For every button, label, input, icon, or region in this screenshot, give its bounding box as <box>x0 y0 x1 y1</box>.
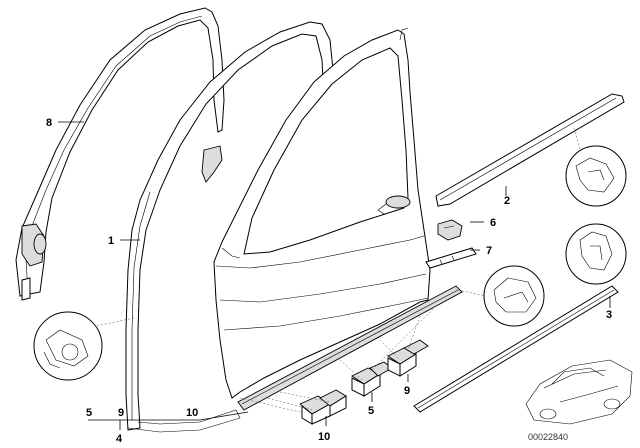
detail-bubble-belt-molding <box>565 145 627 207</box>
part-3-side-molding <box>413 285 619 413</box>
callout-7: 7 <box>486 245 492 257</box>
callout-10-bottom: 10 <box>318 431 330 443</box>
diagram-code: 00022840 <box>528 432 568 442</box>
callout-9-bottom: 9 <box>404 385 410 397</box>
car-thumbnail-icon <box>525 359 633 425</box>
lower-door-trim <box>237 285 463 411</box>
callout-labels: 8 1 2 6 7 3 5 9 10 4 10 5 9 <box>46 117 612 445</box>
callout-5-left: 5 <box>86 407 92 419</box>
callout-leaders <box>58 121 611 430</box>
callout-8: 8 <box>46 117 52 129</box>
detail-bubble-trim-section <box>483 265 545 327</box>
part-2-belt-molding <box>435 93 625 207</box>
clip-5 <box>351 361 393 397</box>
clip-9 <box>387 339 429 377</box>
callout-2: 2 <box>504 195 510 207</box>
dashed-leaders <box>95 127 581 413</box>
part-7-trim <box>425 247 477 269</box>
clips-group <box>299 339 429 425</box>
callout-1: 1 <box>108 235 114 247</box>
callout-5-bottom: 5 <box>368 405 374 417</box>
door-shell <box>213 27 431 399</box>
part-8-pillar-seal <box>15 7 225 301</box>
detail-bubble-seal-section <box>33 311 103 381</box>
callout-3: 3 <box>606 309 612 321</box>
clip-10-left <box>299 389 347 425</box>
part-6-clip <box>437 219 463 241</box>
callout-4: 4 <box>116 433 123 445</box>
detail-bubble-molding-section <box>565 223 627 285</box>
callout-10-left: 10 <box>186 407 198 419</box>
callout-9-left: 9 <box>118 407 124 419</box>
callout-6: 6 <box>490 217 496 229</box>
